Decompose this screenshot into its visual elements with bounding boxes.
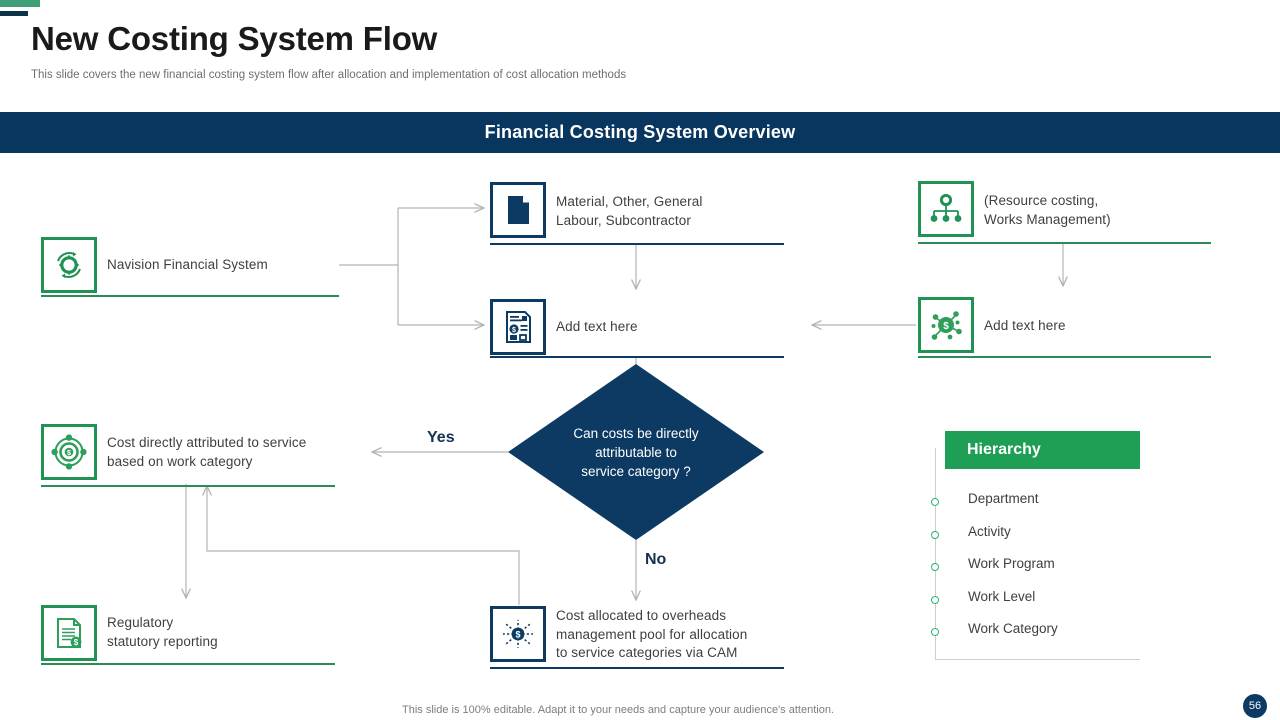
hierarchy-item-label: Work Category [968,621,1058,636]
org-hierarchy-icon [918,181,974,237]
corner-accent-navy [0,11,28,16]
svg-text:$: $ [512,327,516,334]
hierarchy-rail-bottom [935,659,1140,660]
bullet-icon [931,498,939,506]
node-navision-underline [41,295,339,297]
page-number-badge: 56 [1243,694,1267,718]
page-title: New Costing System Flow [31,20,438,57]
bullet-icon [931,596,939,604]
section-banner-text: Financial Costing System Overview [484,122,796,142]
node-resource-costing-underline [918,242,1211,244]
invoice-dollar-icon: $ [490,299,546,355]
hierarchy-item-label: Work Level [968,589,1036,604]
svg-text:$: $ [515,630,520,640]
decision-diamond[interactable]: Can costs be directly attributable to se… [508,364,764,540]
node-regulatory-label: Regulatory statutory reporting [107,615,218,649]
node-material[interactable]: Material, Other, General Labour, Subcont… [490,182,784,245]
hierarchy-item-label: Activity [968,524,1011,539]
hub-dollar-icon: $ [490,606,546,662]
hierarchy-rail [935,448,936,660]
node-overheads-underline [490,667,784,669]
bullet-icon [931,628,939,636]
hierarchy-item-label: Work Program [968,556,1055,571]
svg-text:$: $ [67,448,72,457]
corner-accent-green [0,0,40,7]
node-overheads-label: Cost allocated to overheads management p… [556,608,748,660]
node-add-text-center-label: Add text here [556,319,638,334]
node-resource-costing-label: (Resource costing, Works Management) [984,193,1111,227]
svg-text:$: $ [74,638,79,647]
node-regulatory[interactable]: $ Regulatory statutory reporting [41,605,335,665]
node-add-text-right[interactable]: $ Add text here [918,297,1211,358]
hierarchy-item-label: Department [968,491,1039,506]
hierarchy-title: Hierarchy [967,441,1041,458]
node-material-underline [490,243,784,245]
node-resource-costing[interactable]: (Resource costing, Works Management) [918,181,1211,244]
svg-text:$: $ [943,321,949,332]
recycle-gear-dollar-icon: $ [41,237,97,293]
branch-label-no: No [645,551,667,568]
node-overheads[interactable]: $ Cost allocated to overheads management… [490,606,784,669]
node-add-text-center[interactable]: $ Add text here [490,299,784,358]
page-subtitle: This slide covers the new financial cost… [31,69,627,81]
node-add-text-right-label: Add text here [984,318,1066,333]
node-regulatory-underline [41,663,335,665]
bullet-icon [931,563,939,571]
node-navision[interactable]: $ Navision Financial System [41,237,339,297]
document-icon [490,182,546,238]
node-navision-label: Navision Financial System [107,257,268,272]
hierarchy-header: Hierarchy [945,431,1140,469]
node-add-text-right-underline [918,356,1211,358]
report-dollar-icon: $ [41,605,97,661]
node-cost-direct-label: Cost directly attributed to service base… [107,435,307,469]
node-cost-direct[interactable]: $ Cost directly attributed to service ba… [41,424,335,487]
network-dollar-icon: $ [918,297,974,353]
node-add-text-center-underline [490,356,784,358]
section-banner: Financial Costing System Overview [0,112,1280,153]
target-dollar-icon: $ [41,424,97,480]
bullet-icon [931,531,939,539]
branch-label-yes: Yes [427,429,455,446]
decision-diamond-text: Can costs be directly attributable to se… [573,425,699,479]
footer-note: This slide is 100% editable. Adapt it to… [402,704,834,716]
svg-text:$: $ [66,261,71,271]
node-material-label: Material, Other, General Labour, Subcont… [556,194,703,228]
node-cost-direct-underline [41,485,335,487]
